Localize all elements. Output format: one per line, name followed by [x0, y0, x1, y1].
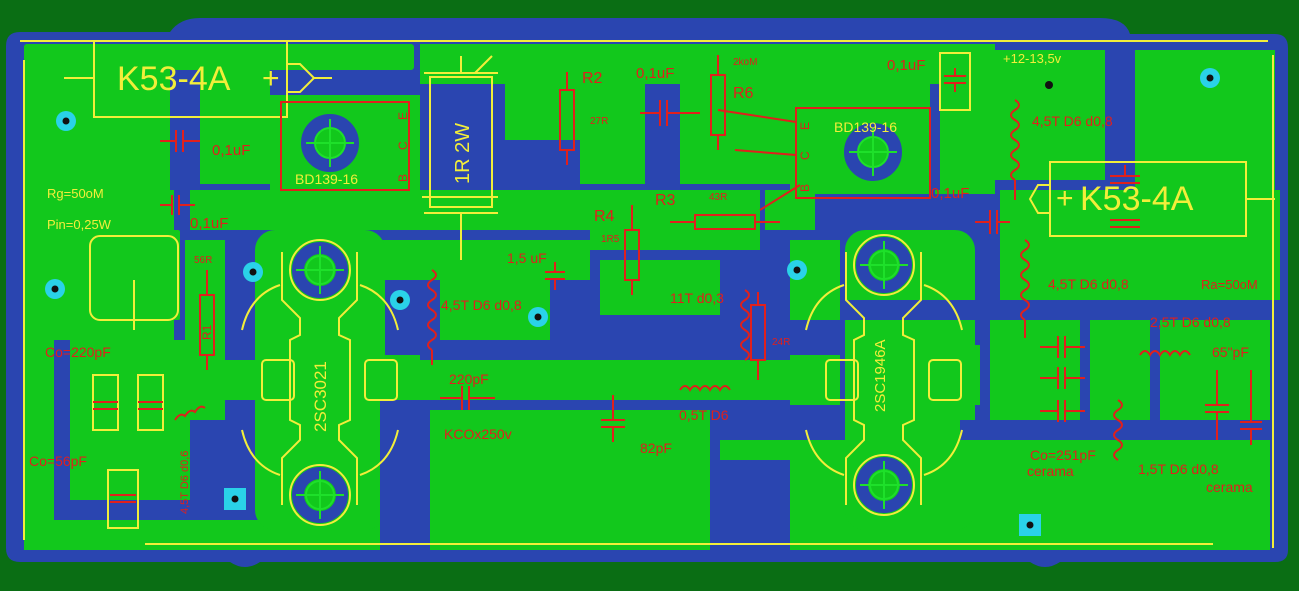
r2-label: R2	[582, 70, 603, 87]
co-220-label: Co=220pF	[45, 344, 111, 360]
cap-01-d-label: 0,1uF	[887, 57, 926, 74]
r3-value: 43R	[709, 192, 728, 203]
coil-mid-right-label: 4,5T D6 d0,8	[1048, 276, 1129, 292]
bd139-right-label: BD139-16	[834, 119, 898, 135]
silkscreen-red	[93, 55, 1262, 503]
bd-left-pin-b: B	[396, 173, 410, 182]
co-251-label: Co=251pF	[1030, 447, 1096, 463]
coil-11t-label: 11T d0,3	[670, 290, 724, 306]
coil-05-label: 0,5T D6	[679, 407, 729, 423]
coil-top-right-label: 4,5T D6 d0,8	[1032, 113, 1113, 129]
bd139-mounts	[292, 114, 912, 523]
cap-15-label: 1,5 uF	[507, 250, 547, 266]
bd-left-pin-c: C	[396, 141, 410, 150]
k53-left-plus: +	[262, 62, 280, 95]
r6-label: R6	[733, 85, 754, 102]
supply-label: +12-13,5v	[1003, 51, 1062, 66]
r1-label: R1	[200, 324, 214, 340]
r24-label: 24R	[772, 337, 791, 348]
r3-label: R3	[655, 192, 676, 209]
coil-15-label: 1,5T D6 d0,8	[1138, 461, 1219, 477]
cap-01-c-label: 0,1uF	[636, 65, 675, 82]
bd139-left-label: BD139-16	[295, 171, 359, 187]
r4-label: R4	[594, 208, 615, 225]
cap-65-label: 65"pF	[1212, 344, 1249, 360]
cap-82-label: 82pF	[640, 440, 672, 456]
r2-value: 27R	[590, 116, 609, 127]
cap-01-b-label: 0,1uF	[190, 215, 229, 232]
r1-value: 56R	[194, 255, 213, 266]
co-56-label: Co=56pF	[29, 453, 87, 469]
bd-right-pin-b: B	[798, 183, 812, 192]
bd139-left-outline	[280, 101, 410, 191]
r4-value: 1R5	[601, 234, 620, 245]
cerama-1-label: cerama	[1027, 463, 1074, 479]
cap-01-a-label: 0,1uF	[212, 142, 251, 159]
k53-right-plus: +	[1056, 182, 1074, 215]
coil-left-label: 4,5T D6 d0,6	[179, 450, 191, 514]
transistor-left-label: 2SC3021	[311, 361, 330, 432]
coil-symbols	[174, 99, 1191, 461]
cap-01-e-label: 0,1uF	[931, 185, 970, 202]
k53-right-label: K53-4A	[1080, 180, 1194, 218]
bd139-right-outline	[795, 107, 931, 199]
transistor-left-outline	[241, 239, 399, 526]
ra-label: Ra=50oM	[1201, 277, 1258, 292]
rg-label: Rg=50oM	[47, 186, 104, 201]
transistor-right-outline	[805, 234, 963, 516]
coil-25-label: 2,5T D6 d0,8	[1150, 314, 1231, 330]
k53-left-label: K53-4A	[117, 60, 231, 98]
transistor-right-label: 2SC1946A	[872, 339, 889, 412]
cap-220-label: 220pF	[449, 371, 489, 387]
resistor-symbols	[199, 55, 801, 380]
bd-left-pin-e: E	[396, 111, 410, 120]
resistor-1r2w-body	[429, 76, 493, 208]
cerama-2-label: cerama	[1206, 479, 1253, 495]
kco-label: KCOx250v	[444, 426, 512, 442]
vias	[45, 68, 1220, 536]
bd-right-pin-c: C	[798, 151, 812, 160]
pin-label: Pin=0,25W	[47, 217, 111, 232]
trace-clearances	[54, 50, 1270, 550]
cap-symbols	[93, 68, 1262, 503]
resistor-1r2w-label: 1R 2W	[452, 122, 474, 184]
r6-value: 2koM	[733, 57, 758, 68]
bd-right-pin-e: E	[798, 121, 812, 130]
coil-mid-label: 4,5T D6 d0,8	[441, 297, 522, 313]
